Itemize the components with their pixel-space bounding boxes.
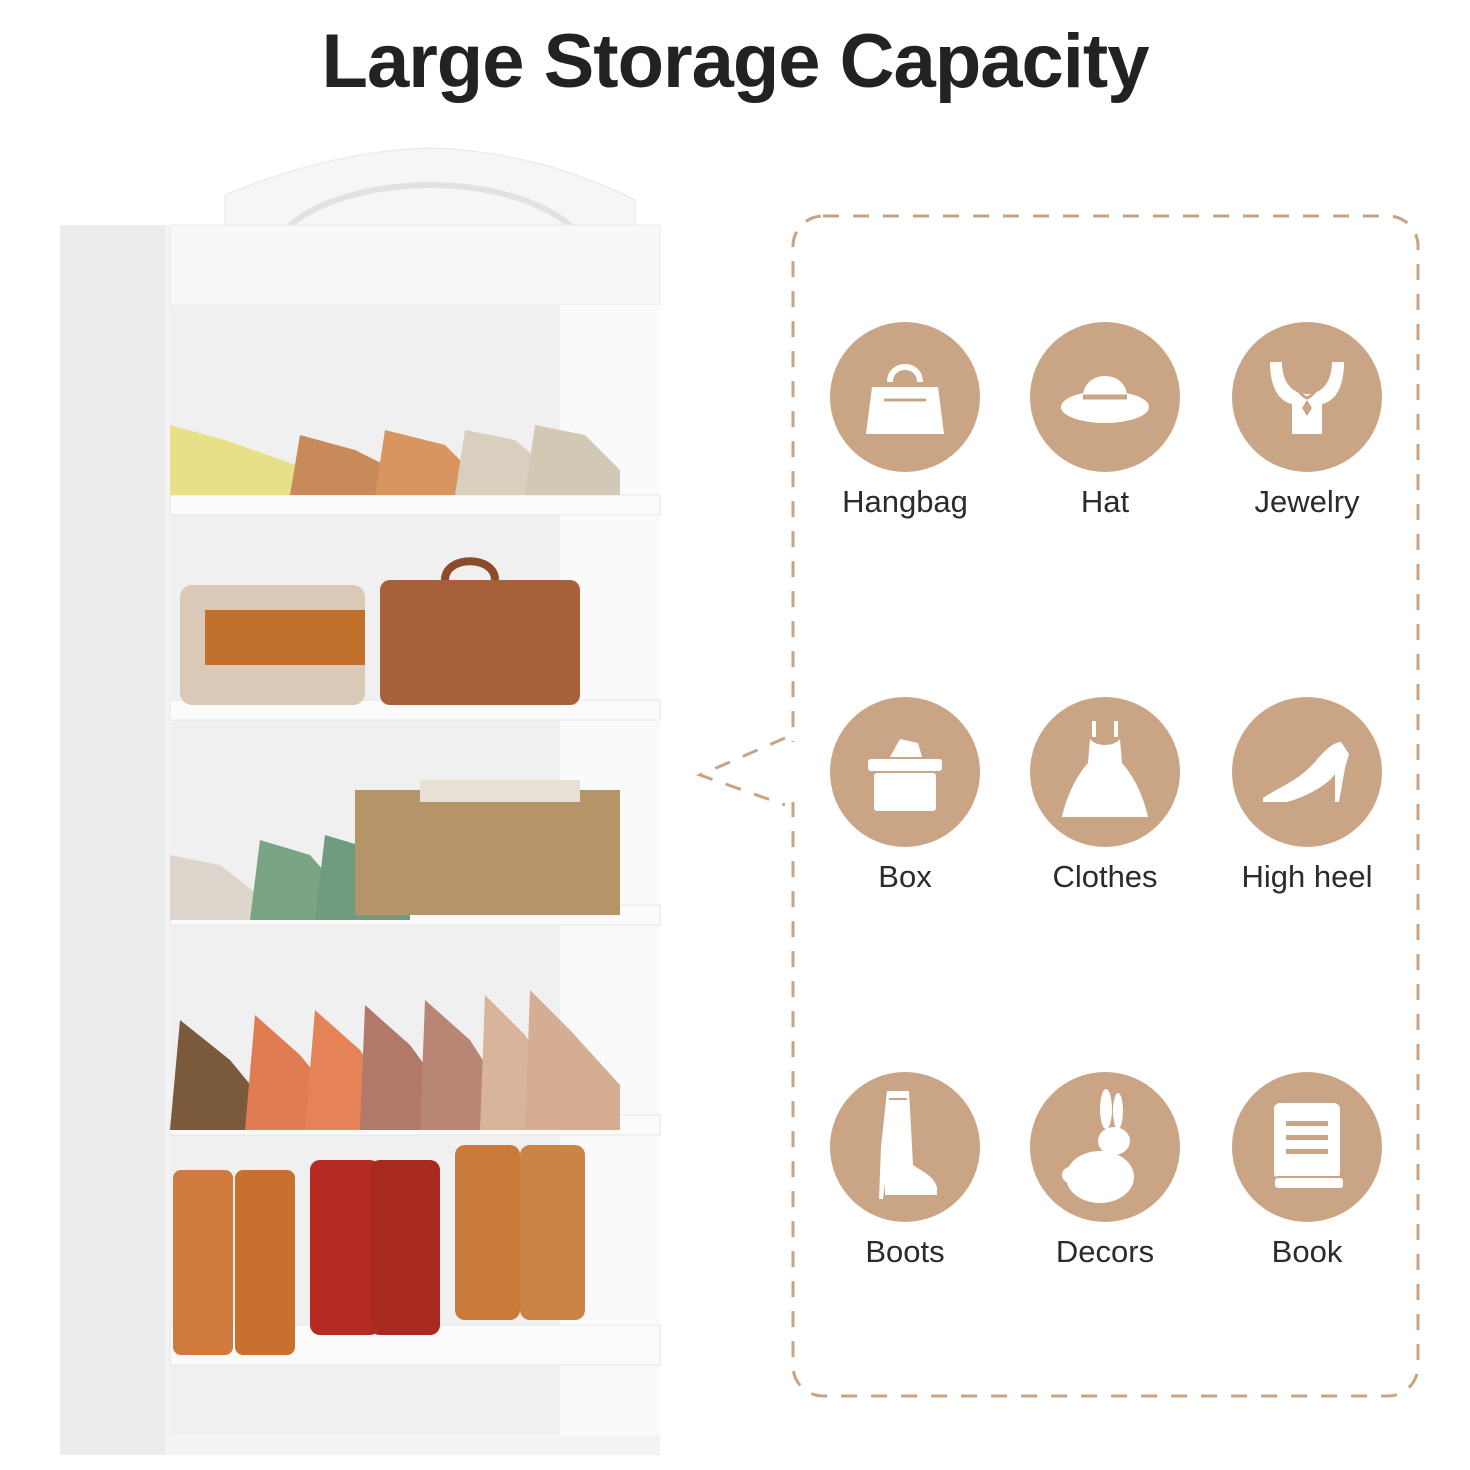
feature-jewelry: Jewelry xyxy=(1207,322,1407,562)
feature-hat: Hat xyxy=(1005,322,1205,562)
rabbit-icon xyxy=(1062,1089,1134,1203)
feature-label: Box xyxy=(878,859,932,894)
feature-hangbag: Hangbag xyxy=(805,322,1005,562)
feature-high-heel: High heel xyxy=(1207,697,1407,937)
feature-label: Clothes xyxy=(1052,859,1158,894)
high-heel-icon xyxy=(1263,742,1349,802)
boots-row xyxy=(173,1145,585,1355)
basket-row xyxy=(170,780,620,920)
bookcase-illustration xyxy=(60,147,661,1455)
feature-boots: Boots xyxy=(805,1072,1005,1312)
book-icon xyxy=(1273,1103,1345,1190)
handbag-icon xyxy=(866,364,944,434)
feature-label: Hat xyxy=(1080,484,1130,519)
handbags-row xyxy=(180,557,580,705)
hat-icon xyxy=(1061,376,1149,423)
necklace-icon xyxy=(1270,362,1344,434)
feature-label: High heel xyxy=(1241,859,1373,894)
feature-label: Hangbag xyxy=(842,484,968,519)
feature-box: Box xyxy=(805,697,1005,937)
feature-label: Boots xyxy=(865,1234,945,1269)
boot-icon xyxy=(879,1091,937,1199)
feature-label: Decors xyxy=(1055,1234,1155,1269)
dress-icon xyxy=(1062,721,1148,817)
box-icon xyxy=(868,739,942,811)
feature-decors: Decors xyxy=(1005,1072,1205,1312)
heels-row xyxy=(170,990,620,1130)
feature-clothes: Clothes xyxy=(1005,697,1205,937)
headline: Large Storage Capacity xyxy=(321,19,1150,104)
sneakers-row xyxy=(170,425,620,495)
feature-label: Jewelry xyxy=(1254,484,1360,519)
feature-book: Book xyxy=(1207,1072,1407,1312)
feature-label: Book xyxy=(1271,1234,1343,1269)
